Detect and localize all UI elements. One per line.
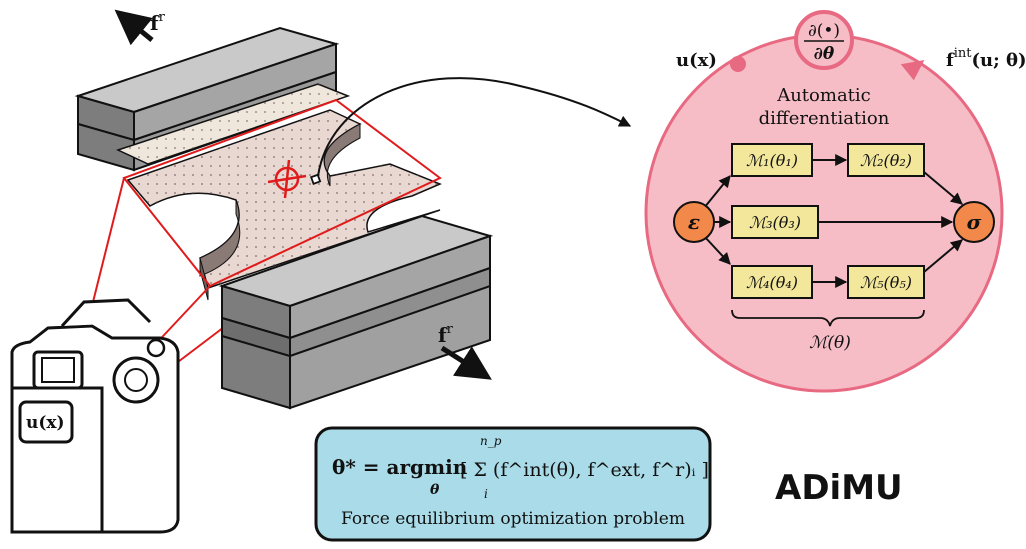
derivative-numerator: ∂(•)	[808, 21, 840, 41]
formula-body: [ Σ (f^int(θ), f^ext, f^r)ᵢ ]	[460, 459, 709, 481]
brand-title: ADiMU	[775, 468, 903, 508]
formula-box	[314, 426, 712, 542]
force-bottom-label: fr	[438, 322, 454, 347]
strain-node	[673, 201, 715, 243]
target-crosshair-icon	[267, 159, 307, 199]
camera-displacement-label: u(x)	[26, 413, 65, 433]
derivative-denominator: ∂θ	[814, 44, 835, 64]
formula-caption: Force equilibrium optimization problem	[341, 509, 685, 529]
internal-force-label: fint(u; θ)	[946, 46, 1026, 71]
model-total-label: ℳ(θ)	[809, 333, 851, 353]
specimen	[126, 109, 442, 301]
camera-icon	[10, 298, 180, 534]
formula-sub: θ	[430, 482, 440, 498]
field-of-view-frame	[122, 98, 442, 288]
graph-edges	[703, 154, 963, 288]
bottom-grip	[218, 214, 494, 410]
model-box-4	[731, 265, 813, 299]
model-boxes	[731, 143, 925, 299]
model-box-3	[731, 205, 819, 239]
model-5-label: ℳ₅(θ₅)	[860, 273, 912, 292]
force-top-label: fr	[150, 10, 166, 35]
svg-text:ε: ε	[688, 210, 700, 234]
model-2-label: ℳ₂(θ₂)	[860, 151, 912, 170]
model-3-label: ℳ₃(θ₃)	[749, 213, 801, 232]
stress-node	[953, 201, 995, 243]
formula-sum-top: n_p	[480, 434, 502, 448]
model-4-label: ℳ₄(θ₄)	[746, 273, 798, 292]
model-box-5	[847, 265, 925, 299]
zoom-arrow	[317, 77, 632, 177]
model-box-2	[847, 143, 925, 177]
model-brace	[731, 309, 925, 327]
model-1-label: ℳ₁(θ₁)	[746, 151, 798, 170]
reaction-force-top-arrow	[114, 9, 154, 46]
displacement-label: u(x)	[676, 50, 717, 71]
probe-point-icon	[310, 173, 322, 185]
formula-sum-bottom: i	[484, 487, 488, 501]
model-box-1	[731, 143, 813, 177]
formula-lhs: θ* = argmin	[332, 455, 468, 479]
autodiff-circle	[644, 10, 1004, 393]
svg-text:σ: σ	[967, 210, 982, 234]
reaction-force-bottom-arrow	[440, 345, 492, 380]
autodiff-title-line2: differentiation	[759, 108, 890, 129]
autodiff-title-line1: Automatic	[776, 85, 871, 106]
